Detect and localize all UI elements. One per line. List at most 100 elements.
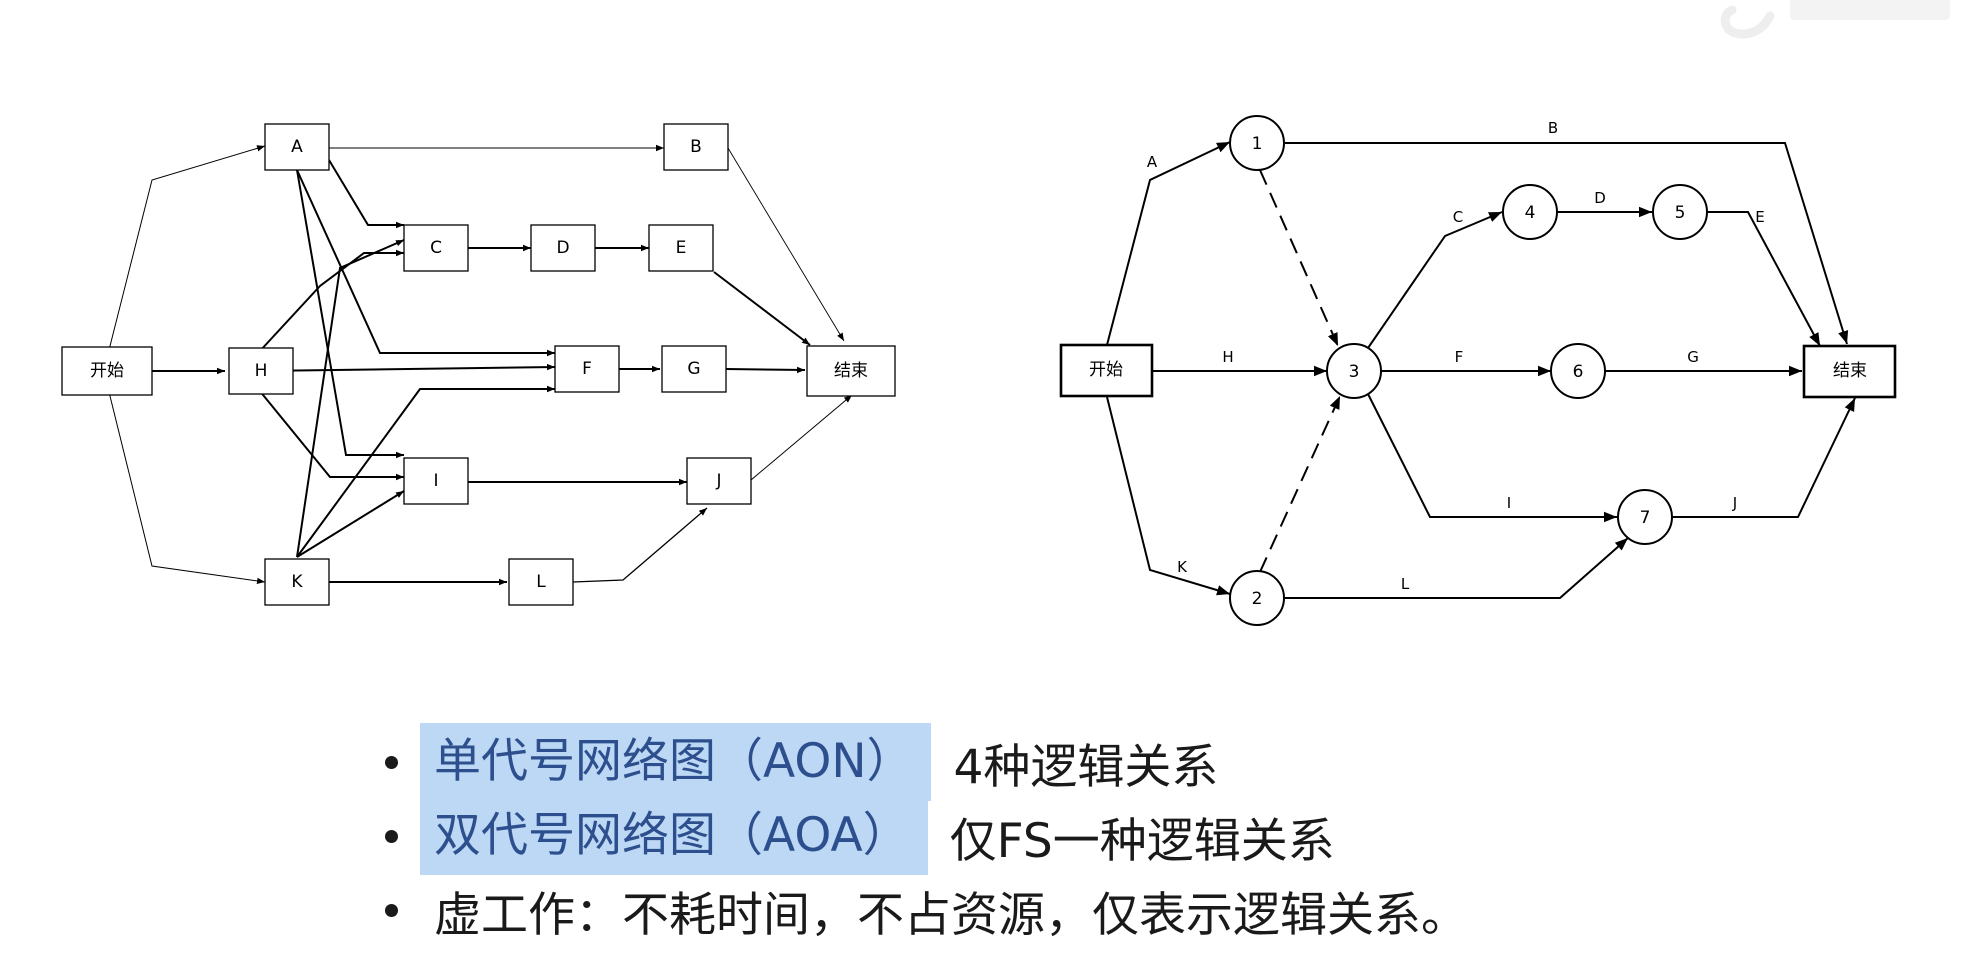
aoa-dummy-edge — [1259, 169, 1339, 347]
aon-node-start — [61, 346, 153, 396]
bullet-dot — [385, 756, 398, 769]
aoa-node-1 — [1229, 115, 1285, 171]
aon-edge — [328, 159, 404, 229]
aon-node-label: J — [715, 471, 721, 491]
aon-edge — [713, 271, 811, 346]
bullet-body: 双代号网络图（AOA） 仅FS一种逻辑关系 — [420, 797, 1335, 875]
aon-node-I — [403, 457, 469, 505]
watermark-logo — [1720, 0, 1950, 39]
aon-node-label: C — [430, 238, 442, 258]
aoa-node-label: 1 — [1252, 134, 1263, 154]
aon-node-D — [530, 224, 596, 272]
aon-edge — [725, 366, 806, 374]
aoa-node-label: 开始 — [1089, 360, 1123, 380]
aon-node-label: F — [582, 359, 592, 379]
aon-edges — [108, 144, 853, 586]
aon-node-label: I — [433, 471, 438, 491]
aon-node-label: G — [687, 359, 700, 379]
aoa-edge-labels: A H K B C D E F G I J L — [1147, 119, 1765, 593]
network-diagrams: 开始 A B C D E H F G 结束 I J K — [61, 115, 1897, 626]
aoa-node-3 — [1326, 343, 1382, 399]
aon-node-label: 结束 — [834, 361, 868, 381]
aoa-node-7 — [1617, 489, 1673, 545]
aoa-edge-label: F — [1455, 348, 1464, 366]
aoa-node-label: 4 — [1525, 203, 1536, 223]
bullet-body: 单代号网络图（AON） 4种逻辑关系 — [420, 723, 1219, 801]
aon-node-K — [264, 558, 330, 606]
aon-edge — [296, 385, 555, 558]
aoa-node-label: 5 — [1675, 203, 1686, 223]
aon-node-F — [554, 345, 620, 393]
aon-node-label: D — [556, 238, 569, 258]
aoa-edge — [1106, 141, 1231, 346]
aon-node-L — [508, 558, 574, 606]
bullet-text: 仅FS一种逻辑关系 — [949, 813, 1335, 869]
aon-node-H — [228, 347, 294, 395]
aoa-edges — [1106, 141, 1856, 599]
aoa-node-4 — [1502, 184, 1558, 240]
aoa-edge-label: D — [1594, 189, 1606, 207]
bullet-body: 虚工作：不耗时间，不占资源，仅表示逻辑关系。 — [420, 873, 1468, 947]
aon-edge — [108, 145, 266, 351]
aon-edge — [296, 169, 555, 357]
bullet-text: 虚工作：不耗时间，不占资源，仅表示逻辑关系。 — [434, 887, 1468, 943]
aon-edge — [296, 239, 405, 558]
aoa-edge-label: C — [1453, 208, 1463, 226]
aoa-node-label: 3 — [1349, 362, 1360, 382]
aoa-edge — [1707, 211, 1821, 347]
aoa-nodes: 开始 1 2 3 4 5 6 7 结束 — [1059, 115, 1897, 626]
aon-node-J — [686, 457, 752, 505]
aon-edge — [727, 147, 845, 342]
bullet-dot — [385, 904, 398, 917]
aoa-diagram: A H K B C D E F G I J L 开始 1 2 3 4 5 — [1059, 115, 1897, 626]
aon-nodes: 开始 A B C D E H F G 结束 I J K — [61, 123, 896, 606]
aoa-edge-label: G — [1687, 348, 1699, 366]
bullet-dot — [385, 830, 398, 843]
aon-edge — [108, 391, 266, 585]
aon-node-C — [403, 224, 469, 272]
aoa-edge — [1106, 396, 1231, 596]
aoa-node-label: 6 — [1573, 362, 1584, 382]
aoa-dummy-edge — [1259, 395, 1341, 573]
aoa-edge — [1367, 211, 1503, 349]
aon-edge — [750, 394, 853, 481]
aon-edge — [258, 389, 404, 481]
aoa-edge-label: I — [1507, 494, 1511, 512]
aon-edge — [296, 169, 404, 459]
aoa-node-label: 7 — [1640, 508, 1651, 528]
aon-node-label: K — [291, 572, 303, 592]
aoa-edge-label: A — [1147, 153, 1158, 171]
aoa-edge — [1285, 142, 1849, 345]
bullet-highlight: 单代号网络图（AON） — [420, 723, 932, 801]
aoa-node-end — [1802, 344, 1897, 399]
aoa-edge-label: J — [1732, 494, 1737, 512]
aon-node-A — [264, 123, 330, 171]
aoa-edge — [1672, 397, 1856, 518]
aoa-edge-label: K — [1177, 558, 1188, 576]
aoa-edge-label: B — [1548, 119, 1558, 137]
aoa-node-label: 2 — [1252, 589, 1263, 609]
aon-edge — [572, 507, 708, 583]
aoa-node-6 — [1550, 343, 1606, 399]
aon-node-B — [663, 123, 729, 171]
aon-node-G — [661, 345, 727, 393]
bullet-text: 4种逻辑关系 — [953, 739, 1219, 795]
aon-edge — [258, 363, 556, 372]
aoa-node-start — [1059, 343, 1154, 398]
aon-edge — [296, 490, 405, 558]
aon-node-label: A — [291, 137, 303, 157]
aon-diagram: 开始 A B C D E H F G 结束 I J K — [61, 123, 896, 606]
aon-node-label: H — [255, 361, 268, 381]
aoa-edge — [1285, 537, 1629, 599]
aon-node-label: L — [536, 572, 546, 592]
aoa-edge-label: E — [1755, 208, 1764, 226]
aoa-edge — [1367, 393, 1617, 523]
aon-node-end — [806, 345, 896, 397]
aoa-edge-label: L — [1401, 575, 1410, 593]
aoa-node-5 — [1652, 184, 1708, 240]
aon-edge — [258, 249, 404, 353]
aon-node-label: E — [676, 238, 687, 258]
bullet-highlight: 双代号网络图（AOA） — [420, 797, 928, 875]
aon-node-E — [648, 224, 714, 272]
aon-node-label: 开始 — [90, 361, 124, 381]
